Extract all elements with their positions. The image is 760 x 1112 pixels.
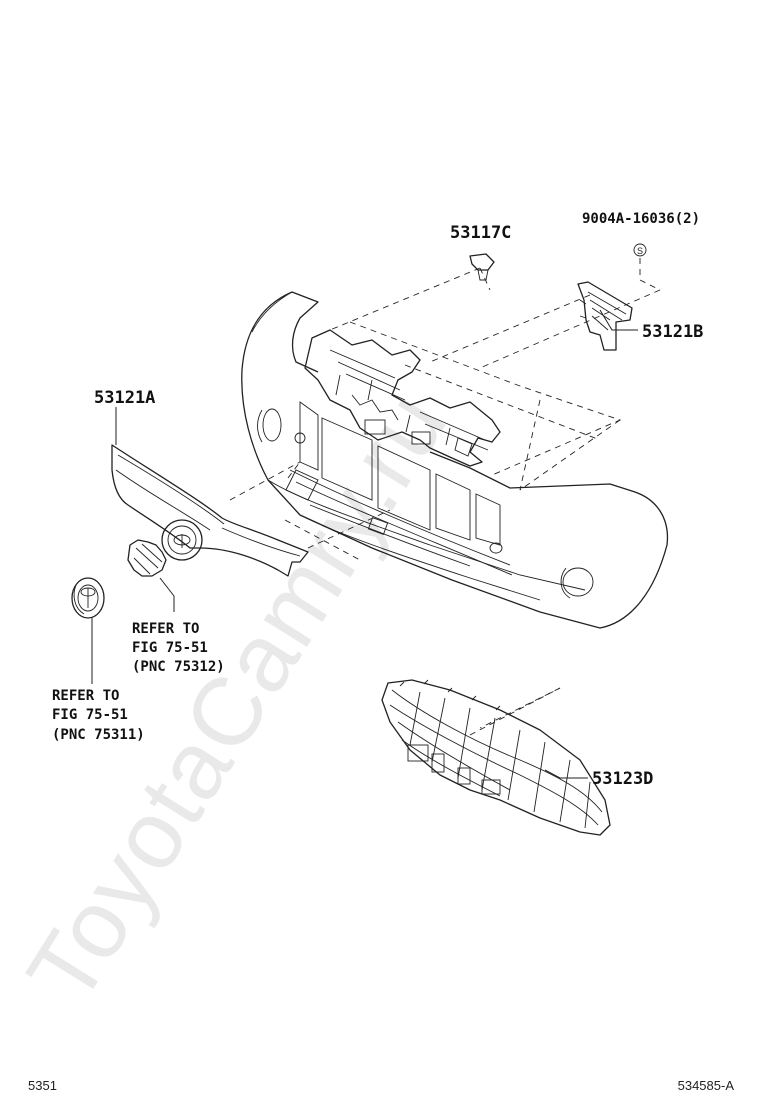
front-bumper-drawing (241, 291, 669, 629)
label-53123d: 53123D (592, 769, 653, 789)
ref-75312-line2: FIG 75-51 (132, 640, 208, 656)
label-53117c: 53117C (450, 223, 511, 243)
ref-75311-line2: FIG 75-51 (52, 707, 128, 723)
emblem-backing (127, 539, 167, 577)
clip-53117c (469, 253, 495, 281)
ref-75312-line3: (PNC 75312) (132, 659, 225, 675)
label-53121b: 53121B (642, 322, 703, 342)
assembly-lines (229, 258, 661, 736)
upper-bracket-drawing (304, 329, 501, 467)
grille-molding-53121a (111, 444, 309, 577)
svg-text:S: S (637, 246, 643, 256)
label-53121a: 53121A (94, 388, 155, 408)
ref-75311-line1: REFER TO (52, 688, 119, 704)
emblem-logo (71, 577, 105, 619)
leader-lines (91, 309, 638, 779)
label-9004a-16036: 9004A-16036(2) (582, 211, 700, 227)
footer-left-code: 5351 (28, 1078, 57, 1093)
bracket-53121b (577, 281, 633, 351)
ref-75312-line1: REFER TO (132, 621, 199, 637)
screw-9004a: S (633, 243, 647, 257)
footer-right-code: 534585-A (678, 1078, 735, 1093)
lower-grille-53123d (381, 679, 611, 836)
ref-75311-line3: (PNC 75311) (52, 727, 145, 743)
